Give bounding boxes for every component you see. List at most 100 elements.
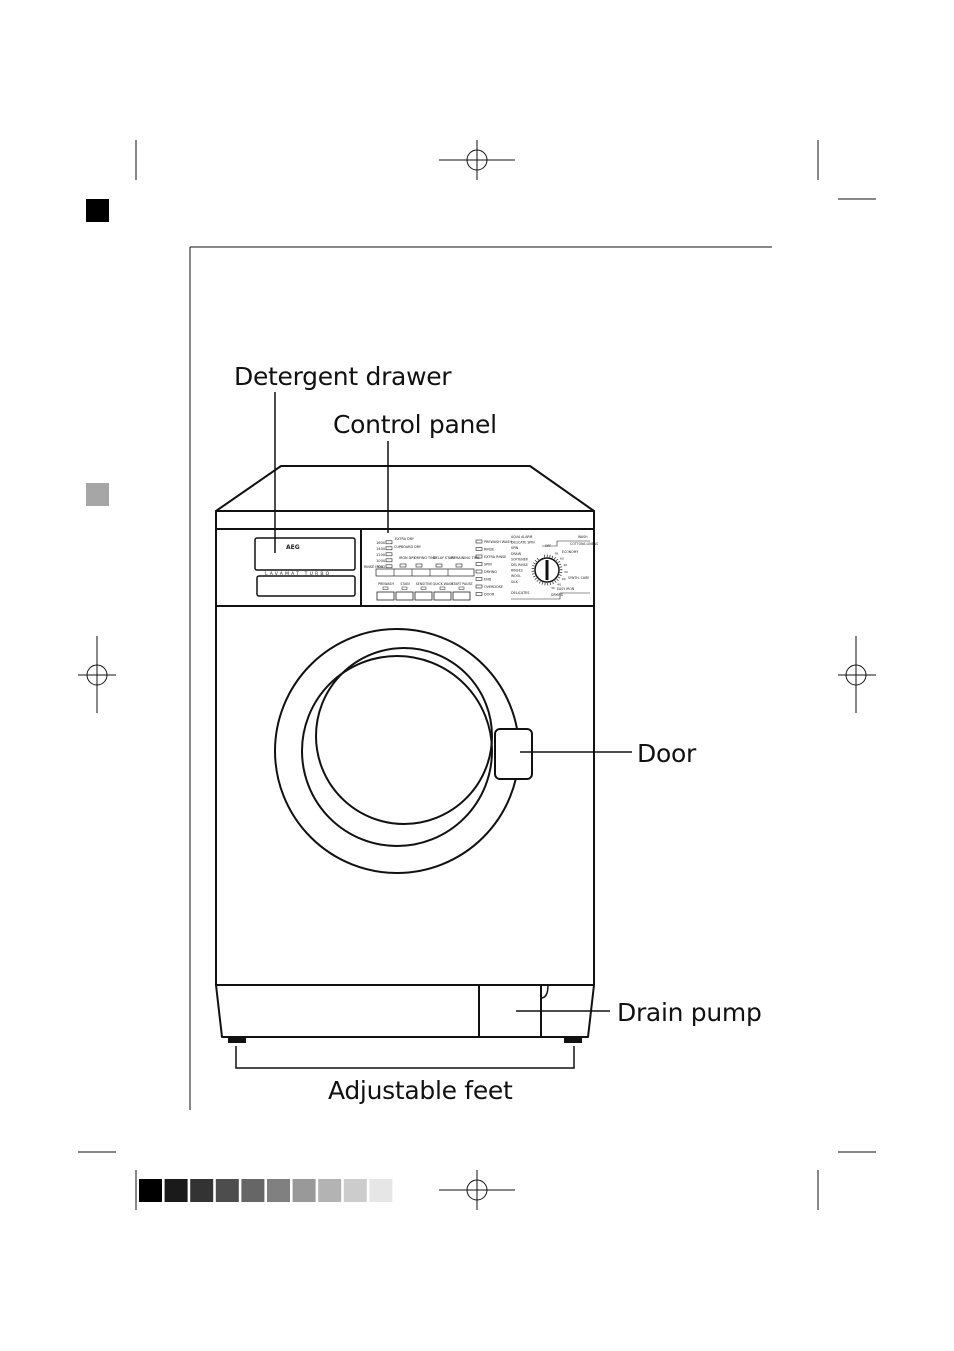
status-led-label: OVERDOSE <box>484 585 503 589</box>
remaining-time-label: REMAINING TIME <box>451 556 480 560</box>
status-led <box>475 584 483 589</box>
dial-tick <box>552 581 554 585</box>
registration-mark-left <box>78 636 116 713</box>
door[interactable] <box>274 628 533 874</box>
color-swatch <box>164 1179 188 1202</box>
temperature-label: 40 <box>557 583 561 587</box>
status-led-label: RINSE <box>484 548 494 552</box>
color-swatch <box>267 1179 290 1202</box>
status-led-label: PREWASH WASH <box>484 540 512 544</box>
black-marker-square <box>86 199 109 222</box>
dial-tick <box>554 580 557 583</box>
dial-scale <box>531 554 563 586</box>
color-calibration-bar <box>139 1179 393 1202</box>
color-swatch <box>241 1179 265 1202</box>
dial-tick <box>556 578 559 581</box>
temperature-label: 30 <box>564 570 568 574</box>
status-led-label: END <box>484 578 492 582</box>
status-led <box>475 539 483 544</box>
status-led <box>475 577 483 581</box>
spin-speed-led <box>385 552 393 557</box>
dial-tick <box>549 554 551 558</box>
dial-tick <box>541 582 544 585</box>
programme-label-left: SILK <box>511 580 519 584</box>
label-door: Door <box>637 739 696 768</box>
dial-tick <box>534 559 538 563</box>
dial-tick <box>533 562 536 565</box>
door-inner-ring <box>301 655 493 847</box>
status-led <box>475 562 483 566</box>
label-drain-pump: Drain pump <box>617 998 762 1027</box>
programme-label-right: DRYING <box>551 593 564 597</box>
color-swatch <box>190 1179 214 1202</box>
page-frame <box>189 246 772 1110</box>
cupboard-dry-label: CUPBOARD DRY <box>394 545 422 549</box>
drawer-model-text: LAVAMAT TURBO <box>265 571 331 577</box>
registration-mark-bottom <box>439 1170 515 1210</box>
programme-label-bottom: DELICATES <box>511 591 529 595</box>
adjustable-feet <box>228 1037 582 1043</box>
drying-led <box>435 563 443 568</box>
option-button[interactable] <box>395 591 414 601</box>
drying-led <box>415 563 423 568</box>
status-led <box>475 547 483 551</box>
programme-label-right: COTTONS LINENS <box>570 542 598 546</box>
label-detergent-drawer: Detergent drawer <box>234 362 452 391</box>
dial-tick <box>551 555 554 559</box>
dial-tick <box>557 561 561 564</box>
dial-tick <box>532 565 535 567</box>
programme-label-right: WASH <box>578 535 588 539</box>
dial-tick <box>557 576 561 579</box>
temperature-label: 95 <box>555 552 559 556</box>
status-led <box>475 592 483 596</box>
option-button-label: STAIN <box>400 582 410 586</box>
programme-label-right: ECONOMY <box>562 550 578 554</box>
temperature-label: 40 <box>563 563 567 567</box>
detergent-drawer[interactable] <box>254 537 356 597</box>
color-swatch <box>215 1179 239 1202</box>
option-button[interactable] <box>414 591 433 601</box>
drying-time-label: DRYING TIME <box>414 556 436 560</box>
spin-speed-led <box>385 564 393 569</box>
dial-tick <box>549 582 552 586</box>
status-led-label: EXTRA RINSE <box>484 555 506 559</box>
programme-label-left: RINSES <box>511 569 523 573</box>
temperature-label: 60 <box>562 577 566 581</box>
status-led <box>475 569 483 574</box>
temperature-label: 60 <box>560 556 564 560</box>
dial-tick <box>555 558 559 562</box>
gray-marker-square <box>86 483 109 506</box>
option-button[interactable] <box>376 591 395 601</box>
option-button[interactable] <box>433 591 452 601</box>
dial-tick <box>559 566 563 568</box>
programme-label-left: SOFTENER <box>511 557 529 561</box>
door-glass <box>315 647 493 825</box>
option-button-label: QUICK WASH <box>433 582 454 586</box>
foot-left <box>228 1037 246 1043</box>
drying-led <box>399 563 407 568</box>
dial-tick <box>536 579 539 582</box>
status-led-label: DRYING <box>484 570 497 574</box>
programme-label-left: DRAIN <box>511 552 522 556</box>
color-swatch <box>139 1179 162 1202</box>
door-handle <box>494 728 533 780</box>
option-button-label: START PAUSE <box>451 582 472 586</box>
label-adjustable-feet: Adjustable feet <box>328 1076 513 1105</box>
dial-tick <box>558 563 562 566</box>
color-swatch <box>369 1179 393 1202</box>
dial-tick <box>534 577 537 580</box>
registration-mark-right <box>838 636 876 713</box>
color-swatch <box>318 1179 342 1202</box>
crop-marks <box>78 140 876 1210</box>
option-button[interactable] <box>452 591 471 601</box>
color-swatch <box>292 1179 316 1202</box>
programme-label-left: DELICATE SPIN <box>511 541 535 545</box>
programme-dial[interactable] <box>534 557 560 583</box>
spin-speed-label: 1600 <box>376 541 386 545</box>
spin-speed-label: 1400 <box>376 547 386 551</box>
status-led <box>475 554 483 559</box>
dial-tick <box>533 575 536 578</box>
iron-dry-label: IRON DRY <box>399 556 416 560</box>
option-button-label: SENSITIVE <box>416 582 432 586</box>
